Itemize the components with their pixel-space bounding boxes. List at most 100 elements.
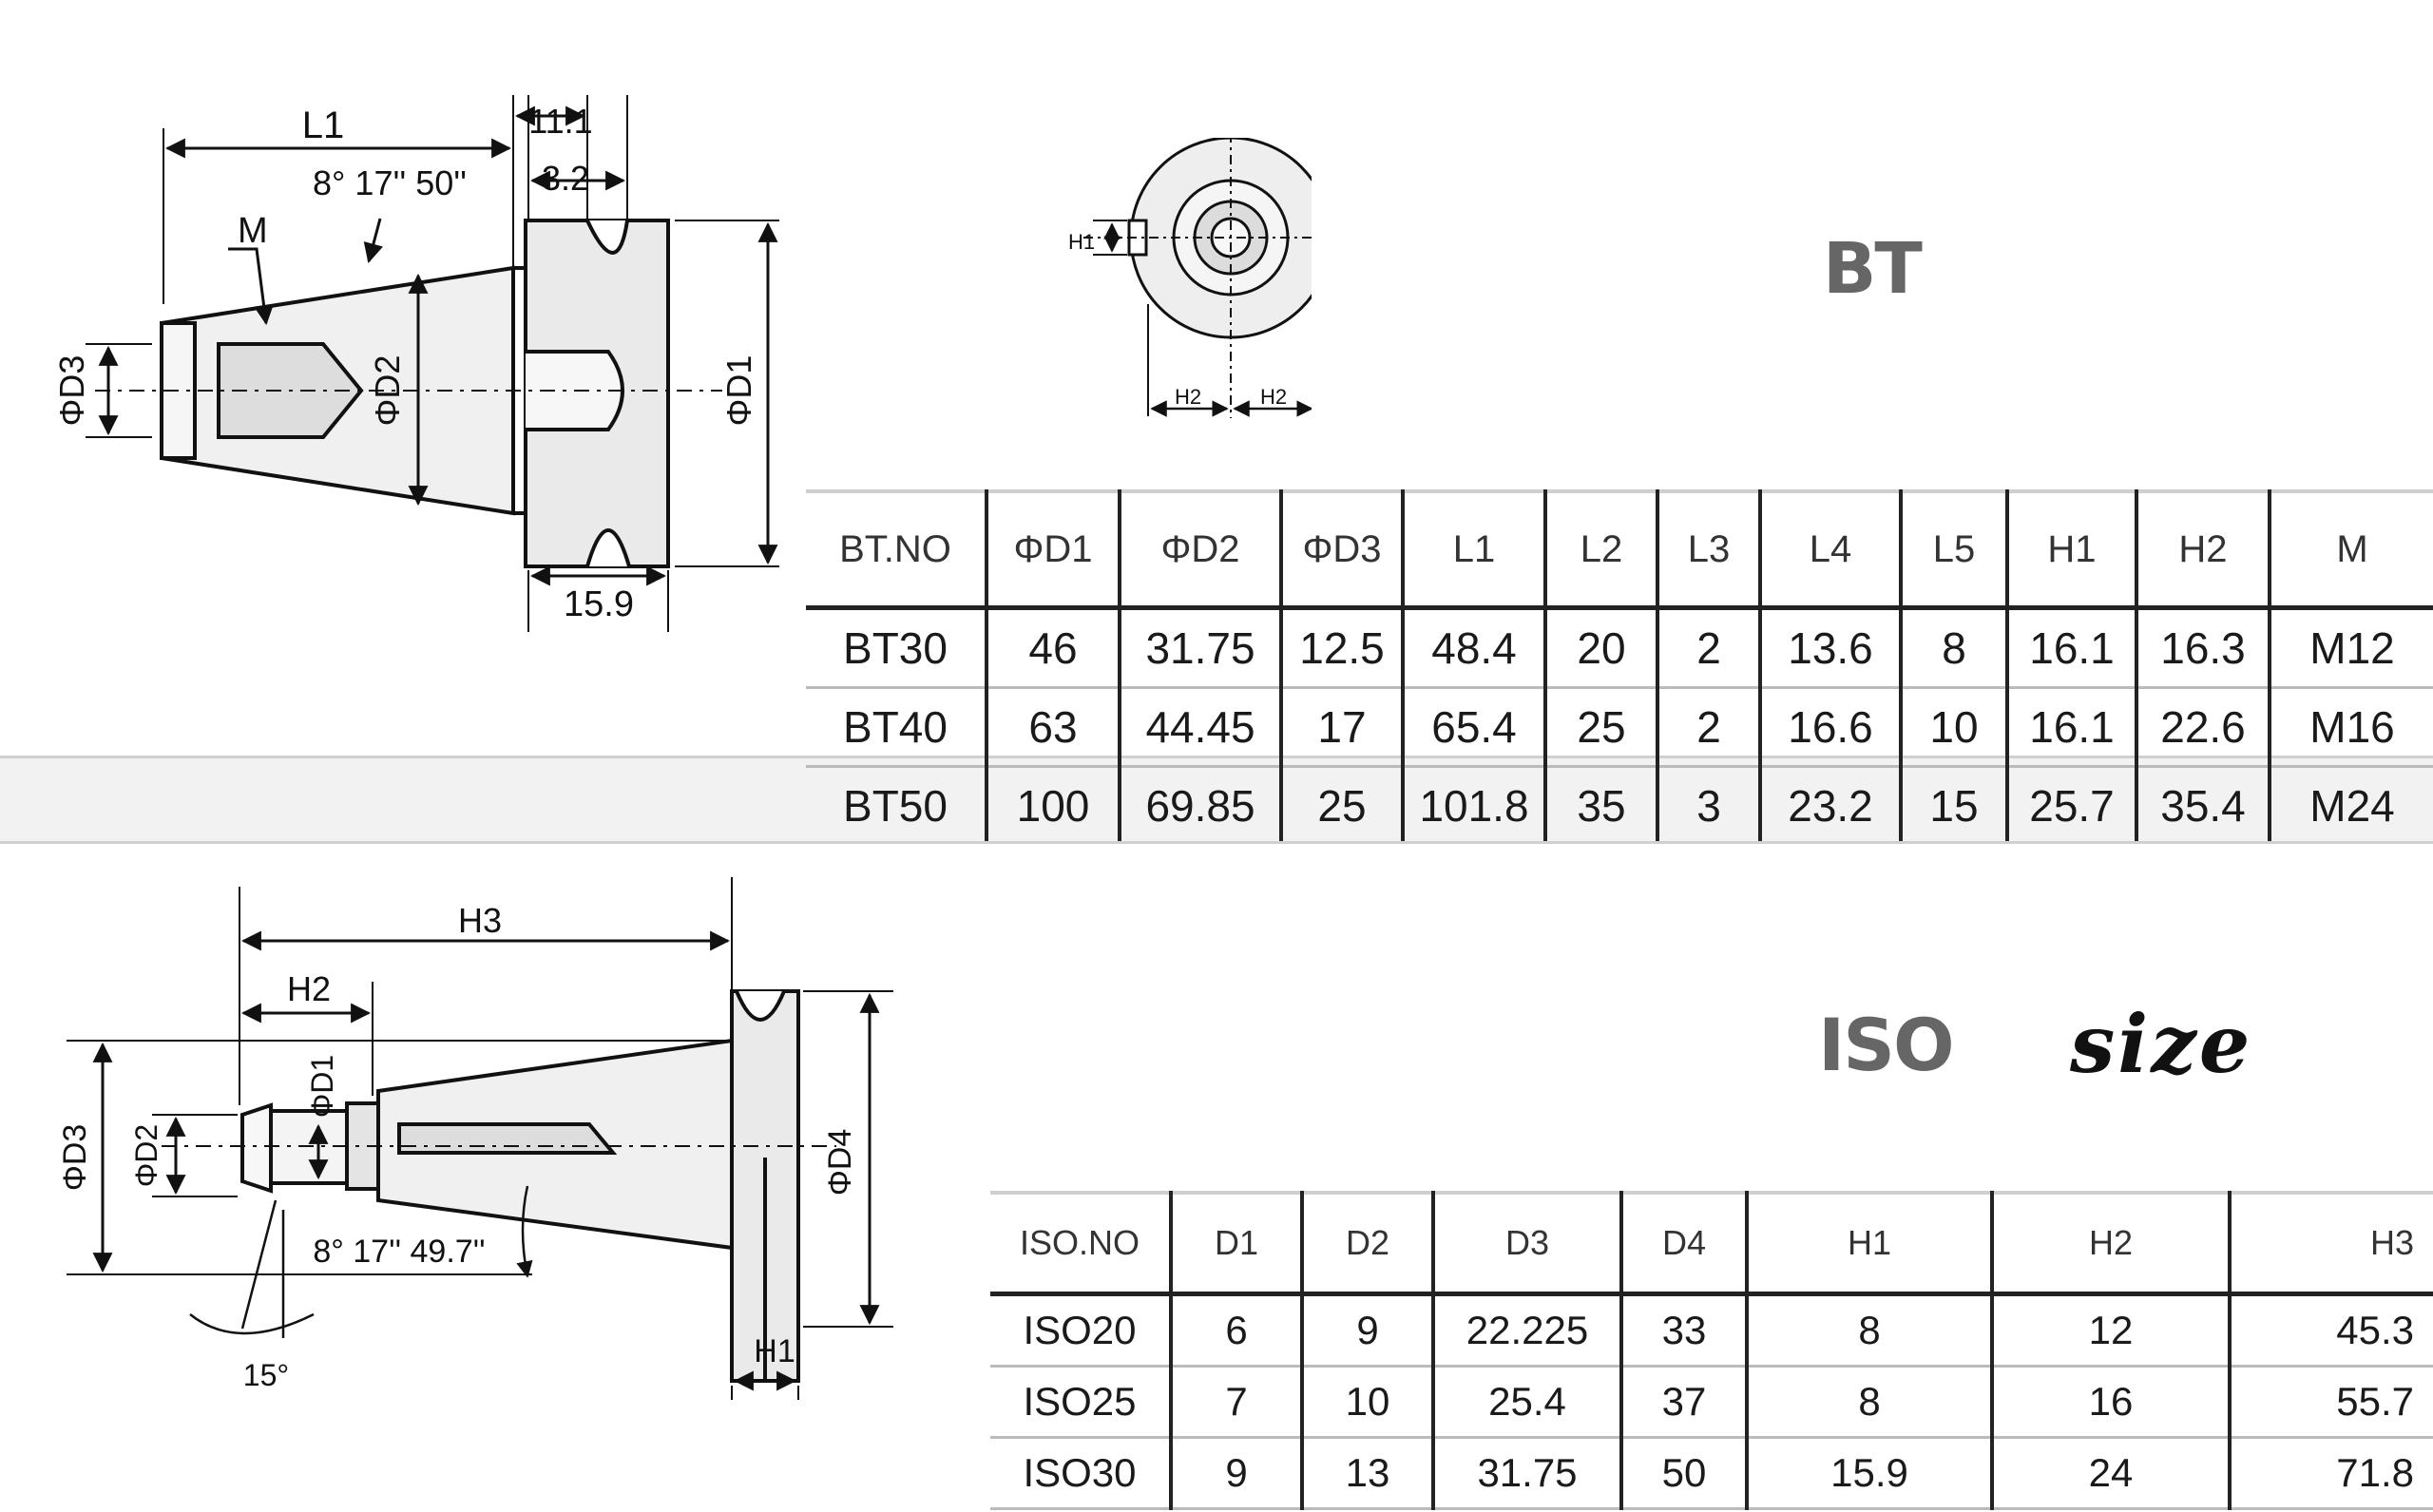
table-row: ISO30 9 13 31.75 50 15.9 24 71.8 [990, 1437, 2433, 1509]
table-cell: 65.4 [1401, 687, 1545, 767]
iso-dim-d4: ΦD4 [822, 1129, 858, 1196]
bt-header-cell: BT.NO [839, 527, 951, 570]
bt-front-h2-left: H2 [1175, 385, 1201, 409]
table-cell: 24 [1990, 1437, 2230, 1509]
table-cell: 31.75 [1118, 607, 1281, 688]
table-cell: 35 [1543, 766, 1657, 846]
table-cell: ISO20 [1023, 1308, 1137, 1352]
table-cell: 71.8 [2228, 1437, 2433, 1509]
table-cell: 9 [1300, 1293, 1433, 1367]
iso-panel: H3 H2 ΦD1 ΦD3 ΦD2 ΦD4 8° 17'' 49.7'' 15°… [0, 841, 2433, 1512]
iso-dim-angle: 8° 17'' 49.7'' [313, 1234, 485, 1270]
bt-header-cell: ΦD1 [985, 491, 1120, 608]
table-cell: 12 [1990, 1293, 2230, 1367]
iso-dim-d2: ΦD2 [129, 1124, 163, 1187]
table-cell: 22.6 [2135, 687, 2270, 767]
table-cell: 46 [985, 607, 1120, 688]
table-cell: 8 [1899, 607, 2007, 688]
bt-dim-d3: ΦD3 [52, 355, 91, 427]
table-cell: 15.9 [1745, 1437, 1992, 1509]
table-cell: 8 [1745, 1366, 1992, 1438]
iso-side-drawing: H3 H2 ΦD1 ΦD3 ΦD2 ΦD4 8° 17'' 49.7'' 15°… [57, 877, 893, 1400]
table-cell: 20 [1543, 607, 1657, 688]
iso-dim-15: 15° [243, 1358, 289, 1392]
table-cell: 22.225 [1431, 1293, 1621, 1367]
iso-title: ISO [1818, 1003, 1955, 1087]
bt-header-cell: ΦD3 [1279, 491, 1403, 608]
table-cell: 13 [1300, 1437, 1433, 1509]
iso-header-cell: H3 [2228, 1193, 2433, 1294]
table-cell: 8 [1745, 1293, 1992, 1367]
iso-size-table: ISO.NO D1 D2 D3 D4 H1 H2 H3 ISO20 6 9 22… [990, 1191, 2433, 1510]
table-cell: 50 [1619, 1437, 1747, 1509]
table-cell: 100 [985, 766, 1120, 846]
bt-header-cell: ΦD2 [1118, 491, 1281, 608]
table-cell: 25.7 [2005, 766, 2136, 846]
bt-panel: L1 11.1 8° 17'' 50'' 3.2 M ΦD3 ΦD2 ΦD1 1… [0, 0, 2433, 846]
table-cell: 15 [1899, 766, 2007, 846]
table-cell: 25.4 [1431, 1366, 1621, 1438]
bt-header-cell: L2 [1543, 491, 1657, 608]
bt-dim-angle: 8° 17'' 50'' [313, 163, 467, 202]
table-cell: BT50 [843, 781, 948, 831]
bt-dim-d2: ΦD2 [368, 355, 407, 427]
bt-header-cell: L4 [1758, 491, 1901, 608]
table-cell: 48.4 [1401, 607, 1545, 688]
table-cell: 33 [1619, 1293, 1747, 1367]
iso-table-header-row: ISO.NO D1 D2 D3 D4 H1 H2 H3 [990, 1193, 2433, 1294]
table-cell: 69.85 [1118, 766, 1281, 846]
table-cell: 16 [1990, 1366, 2230, 1438]
table-cell: 101.8 [1401, 766, 1545, 846]
table-cell: 7 [1169, 1366, 1302, 1438]
iso-header-cell: H1 [1745, 1193, 1992, 1294]
bt-header-cell: H1 [2005, 491, 2136, 608]
table-row: BT30 46 31.75 12.5 48.4 20 2 13.6 8 16.1… [806, 607, 2433, 688]
bt-front-h2-right: H2 [1260, 385, 1287, 409]
iso-header-cell: H2 [1990, 1193, 2230, 1294]
table-cell: 55.7 [2228, 1366, 2433, 1438]
table-cell: 45.3 [2228, 1293, 2433, 1367]
table-cell: 10 [1300, 1366, 1433, 1438]
bt-title: BT [1823, 228, 1923, 310]
table-cell: 3 [1656, 766, 1760, 846]
iso-dim-h2: H2 [287, 969, 331, 1008]
bt-side-drawing: L1 11.1 8° 17'' 50'' 3.2 M ΦD3 ΦD2 ΦD1 1… [52, 95, 779, 632]
bt-dim-l1: L1 [302, 105, 345, 146]
bt-dim-3-2: 3.2 [542, 159, 589, 198]
table-cell: M12 [2268, 607, 2433, 688]
iso-dim-h3: H3 [458, 901, 502, 940]
table-cell: M24 [2268, 766, 2433, 846]
iso-header-cell: D2 [1300, 1193, 1433, 1294]
table-cell: 2 [1656, 687, 1760, 767]
table-cell: 6 [1169, 1293, 1302, 1367]
table-cell: 2 [1656, 607, 1760, 688]
table-cell: 10 [1899, 687, 2007, 767]
bt-front-drawing: H1 H2 H2 [1068, 138, 1312, 418]
bt-header-cell: M [2268, 491, 2433, 608]
table-cell: 16.1 [2005, 607, 2136, 688]
bt-dim-d1: ΦD1 [719, 355, 758, 427]
table-cell: 25 [1543, 687, 1657, 767]
table-cell: 16.1 [2005, 687, 2136, 767]
table-cell: M16 [2268, 687, 2433, 767]
bt-dim-15-9: 15.9 [564, 584, 634, 624]
bt-table-header-row: BT.NO ΦD1 ΦD2 ΦD3 L1 L2 L3 L4 L5 H1 H2 M [806, 491, 2433, 608]
table-cell: 23.2 [1758, 766, 1901, 846]
table-cell: BT40 [843, 702, 948, 752]
table-row: ISO25 7 10 25.4 37 8 16 55.7 [990, 1366, 2433, 1438]
bt-header-cell: H2 [2135, 491, 2270, 608]
bt-size-table: BT.NO ΦD1 ΦD2 ΦD3 L1 L2 L3 L4 L5 H1 H2 M… [806, 489, 2433, 847]
bt-label-m: M [238, 211, 268, 251]
bt-header-cell: L1 [1401, 491, 1545, 608]
table-cell: 44.45 [1118, 687, 1281, 767]
table-cell: 31.75 [1431, 1437, 1621, 1509]
bt-header-cell: L3 [1656, 491, 1760, 608]
iso-dim-h1: H1 [754, 1333, 795, 1369]
table-row: ISO20 6 9 22.225 33 8 12 45.3 [990, 1293, 2433, 1367]
iso-header-cell: D4 [1619, 1193, 1747, 1294]
table-row: BT50 100 69.85 25 101.8 35 3 23.2 15 25.… [806, 766, 2433, 846]
table-cell: 35.4 [2135, 766, 2270, 846]
table-cell: ISO25 [1023, 1379, 1137, 1424]
bt-front-h1: H1 [1068, 230, 1095, 254]
iso-header-cell: ISO.NO [1019, 1223, 1140, 1262]
